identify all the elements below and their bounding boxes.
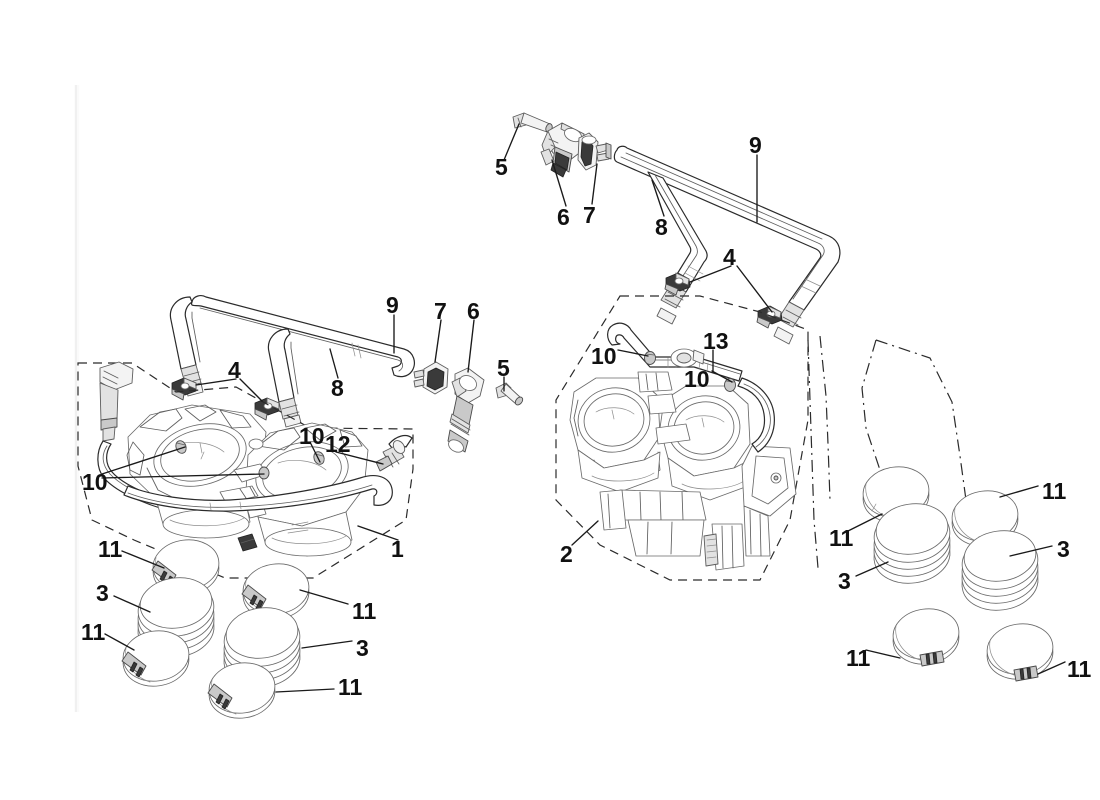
- callout-6-left: 6: [467, 298, 480, 324]
- callout-5-top: 5: [495, 154, 508, 180]
- callout-11-right-a: 11: [1042, 478, 1067, 504]
- callout-11-left-a: 11: [98, 536, 123, 562]
- callout-11-right-c: 11: [846, 645, 871, 671]
- part-5-screw-left: [495, 382, 524, 406]
- assembly-1-boundary: [77, 362, 414, 579]
- part-4-hose-clip-top-a: [664, 272, 691, 296]
- callout-4-top: 4: [723, 244, 736, 270]
- callout-4-left: 4: [228, 357, 241, 383]
- callout-6-top: 6: [557, 204, 570, 230]
- part-11-clamp-right-c: [892, 608, 960, 667]
- part-9-vacuum-hose-top: [613, 145, 841, 345]
- callout-9-top: 9: [749, 132, 762, 158]
- part-11-clamp-left-d: [207, 662, 276, 719]
- callout-2-mid: 2: [560, 541, 573, 567]
- part-6-throttle-position-sensor-left: [447, 367, 485, 453]
- part-6-throttle-position-sensor: [540, 122, 585, 178]
- callout-10-left-b: 10: [82, 469, 108, 495]
- part-4-hose-clip-left-a: [171, 377, 197, 401]
- right-assembly-actuator: [703, 445, 797, 571]
- left-throttle-body-1: [126, 404, 267, 539]
- callout-8-left: 8: [331, 375, 344, 401]
- part-11-clamp-right-d: [986, 623, 1054, 682]
- callout-10-mid-a: 10: [591, 343, 617, 369]
- callout-3-left-a: 3: [96, 580, 109, 606]
- part-11-clamp-left-b: [241, 563, 310, 620]
- part-10-clamp-left-c: [258, 466, 270, 480]
- callout-5-left: 5: [497, 355, 510, 381]
- part-3-rubber-sleeve-right-a: [873, 503, 951, 584]
- part-13-balance-pipe: [607, 322, 743, 382]
- callout-8-top: 8: [655, 214, 668, 240]
- callout-13-mid: 13: [703, 328, 729, 354]
- right-assembly-linkage: [599, 371, 707, 557]
- part-3-rubber-sleeve-left-b: [223, 607, 301, 688]
- part-10-clamp-left-a: [175, 440, 187, 454]
- callout-7-left: 7: [434, 298, 447, 324]
- part-2-throttle-body-assembly-right: [569, 322, 797, 571]
- part-7-sensor-connector-top: [577, 132, 612, 171]
- callout-11-right-d: 11: [1067, 656, 1092, 682]
- callout-10-left-a: 10: [299, 423, 325, 449]
- callout-7-top: 7: [583, 202, 596, 228]
- clamp-leader-lines: [807, 335, 967, 569]
- callout-12-left: 12: [325, 431, 351, 457]
- callout-leaders: [101, 123, 1066, 693]
- callout-1-left: 1: [391, 536, 404, 562]
- callout-11-left-c: 11: [81, 619, 106, 645]
- left-assembly-fuel-hose: [123, 475, 393, 512]
- callout-11-left-d: 11: [338, 674, 363, 700]
- callout-3-right-a: 3: [1057, 536, 1070, 562]
- callout-9-left: 9: [386, 292, 399, 318]
- right-assembly-cable: [737, 377, 775, 453]
- left-assembly-linkage: [219, 438, 269, 552]
- callout-11-right-b: 11: [829, 525, 854, 551]
- callout-11-left-b: 11: [352, 598, 377, 624]
- right-throttle-body-1: [569, 377, 661, 493]
- right-throttle-body-2: [659, 385, 751, 501]
- part-7-sensor-connector-left: [413, 361, 449, 395]
- page-left-rule: [74, 85, 80, 712]
- part-3-rubber-sleeve-right-b: [961, 530, 1039, 611]
- part-11-clamp-left-c: [121, 630, 190, 687]
- part-12-fuel-pipe-fitting: [375, 434, 413, 472]
- callout-3-right-b: 3: [838, 568, 851, 594]
- callout-10-mid-b: 10: [684, 366, 710, 392]
- part-1-throttle-body-assembly: [97, 361, 393, 557]
- part-5-screw-top: [512, 112, 553, 133]
- part-10-clamp-mid-a: [644, 351, 656, 365]
- callout-3-left-b: 3: [356, 635, 369, 661]
- part-9-vacuum-hose-left: [169, 295, 415, 428]
